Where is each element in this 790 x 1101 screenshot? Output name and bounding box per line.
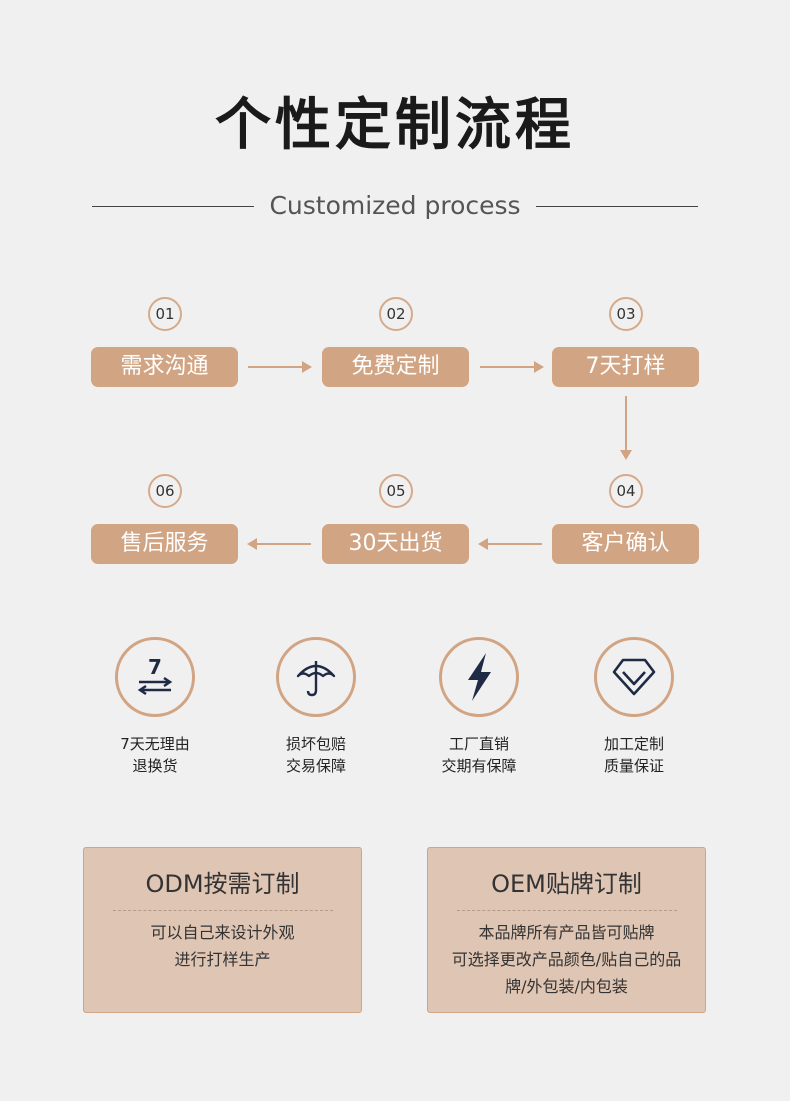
feature-insurance-label: 损坏包赔 交易保障 <box>246 733 386 777</box>
feature-insurance-line2: 交易保障 <box>285 757 346 775</box>
page-title: 个性定制流程 <box>215 93 575 158</box>
card-odm: ODM按需订制 可以自己来设计外观 进行打样生产 <box>83 847 362 1013</box>
step-number-02: 02 <box>379 297 413 331</box>
seven-day-glyph: 7 <box>148 656 162 679</box>
feature-insurance-circle <box>276 637 356 717</box>
feature-custom-line2: 质量保证 <box>603 757 664 775</box>
feature-exchange-circle: 7 <box>115 637 195 717</box>
feature-custom-line1: 加工定制 <box>603 735 664 753</box>
card-oem-line2: 可选择更改产品颜色/贴自己的品 <box>451 950 682 969</box>
step-number-04: 04 <box>609 474 643 508</box>
subtitle-row: Customized process <box>92 188 698 224</box>
card-oem-title: OEM贴牌订制 <box>491 870 642 898</box>
card-oem: OEM贴牌订制 本品牌所有产品皆可贴牌 可选择更改产品颜色/贴自己的品 牌/外包… <box>427 847 706 1013</box>
divider-right <box>536 206 698 207</box>
card-odm-divider <box>112 910 333 911</box>
card-odm-line1: 可以自己来设计外观 <box>150 923 295 942</box>
page-subtitle: Customized process <box>269 191 521 220</box>
feature-factory-circle <box>439 637 519 717</box>
arrow-left-1 <box>478 538 542 550</box>
arrow-down <box>620 396 632 460</box>
arrow-right-2 <box>480 361 544 373</box>
card-oem-line3: 牌/外包装/内包装 <box>505 977 628 996</box>
feature-insurance: 损坏包赔 交易保障 <box>246 637 386 777</box>
seven-day-exchange-icon: 7 <box>137 656 173 696</box>
feature-custom-circle <box>594 637 674 717</box>
card-oem-line1: 本品牌所有产品皆可贴牌 <box>478 923 655 942</box>
diamond-icon <box>612 658 656 696</box>
feature-exchange-label: 7天无理由 退换货 <box>85 733 225 777</box>
card-odm-line2: 进行打样生产 <box>174 950 271 969</box>
feature-custom-label: 加工定制 质量保证 <box>564 733 704 777</box>
card-oem-divider <box>456 910 677 911</box>
card-oem-text: 本品牌所有产品皆可贴牌 可选择更改产品颜色/贴自己的品 牌/外包装/内包装 <box>428 919 705 1000</box>
step-box-03: 7天打样 <box>552 347 699 387</box>
feature-exchange: 7 7天无理由 退换货 <box>85 637 225 777</box>
card-odm-title: ODM按需订制 <box>145 870 300 898</box>
feature-factory-label: 工厂直销 交期有保障 <box>409 733 549 777</box>
feature-insurance-line1: 损坏包赔 <box>285 735 346 753</box>
step-number-01: 01 <box>148 297 182 331</box>
step-box-04: 客户确认 <box>552 524 699 564</box>
feature-exchange-line2: 退换货 <box>132 757 178 775</box>
arrow-right-1 <box>248 361 312 373</box>
step-number-03: 03 <box>609 297 643 331</box>
feature-factory-line1: 工厂直销 <box>448 735 509 753</box>
step-number-06: 06 <box>148 474 182 508</box>
feature-factory-line2: 交期有保障 <box>441 757 517 775</box>
feature-exchange-line1: 7天无理由 <box>120 735 190 753</box>
step-box-01: 需求沟通 <box>91 347 238 387</box>
feature-factory: 工厂直销 交期有保障 <box>409 637 549 777</box>
arrow-left-2 <box>247 538 311 550</box>
divider-left <box>92 206 254 207</box>
step-number-05: 05 <box>379 474 413 508</box>
feature-custom: 加工定制 质量保证 <box>564 637 704 777</box>
lightning-icon <box>468 653 491 701</box>
umbrella-icon <box>296 661 336 697</box>
step-box-06: 售后服务 <box>91 524 238 564</box>
step-box-02: 免费定制 <box>322 347 469 387</box>
step-box-05: 30天出货 <box>322 524 469 564</box>
card-odm-text: 可以自己来设计外观 进行打样生产 <box>84 919 361 973</box>
